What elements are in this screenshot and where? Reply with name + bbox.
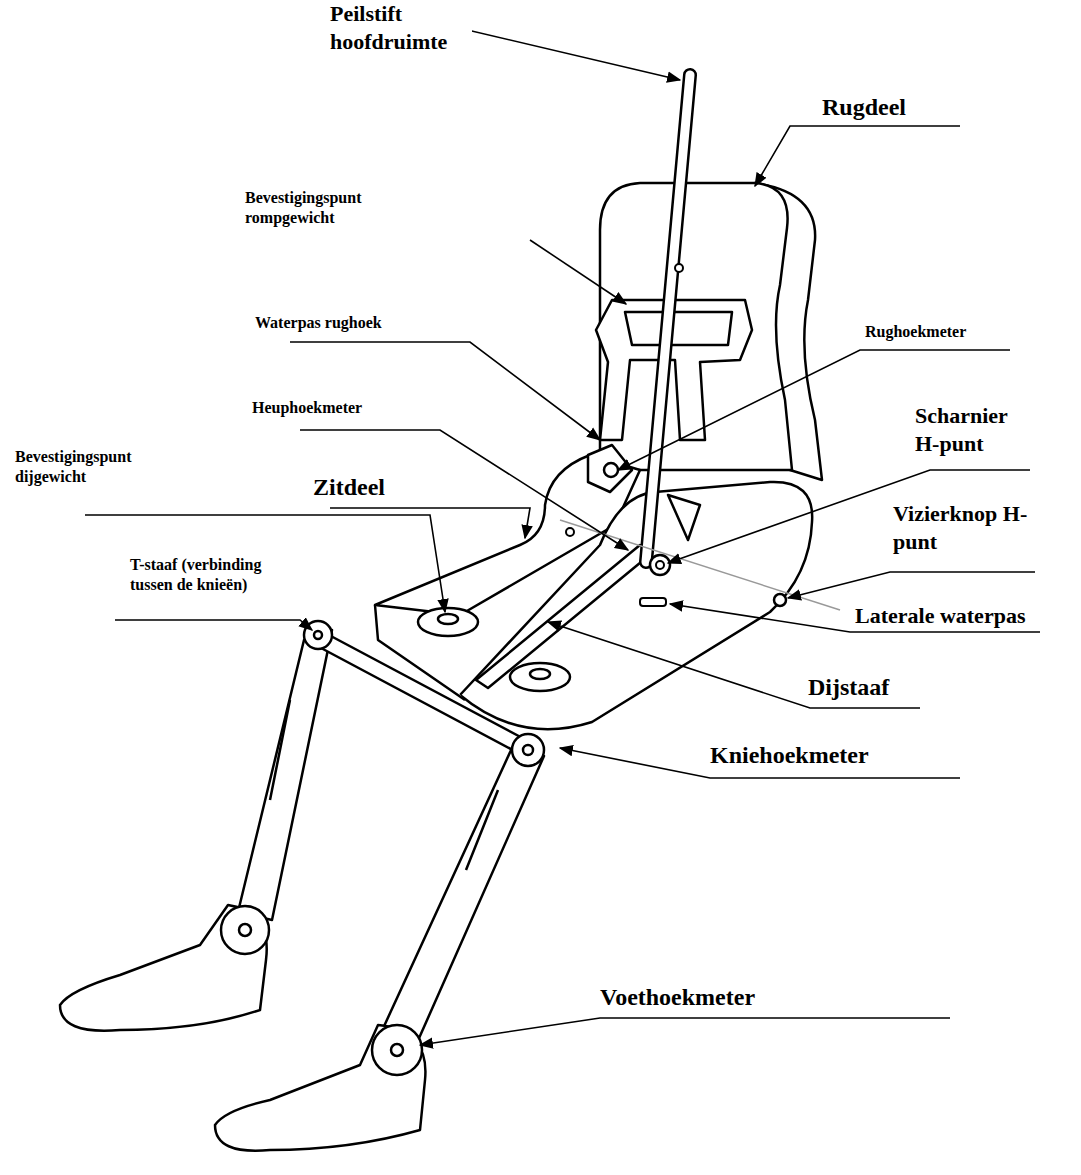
part-label: T-staaf (verbinding tussen de knieën) bbox=[128, 555, 310, 595]
part-label: Scharnier H-punt bbox=[913, 402, 1029, 457]
part-label: Kniehoekmeter bbox=[708, 740, 871, 770]
part-label: Rughoekmeter bbox=[863, 322, 968, 342]
part-label: Peilstift hoofdruimte bbox=[328, 0, 472, 55]
part-label: Dijstaaf bbox=[806, 672, 891, 702]
part-label: Waterpas rughoek bbox=[253, 313, 384, 333]
part-label: Vizierknop H-punt bbox=[891, 500, 1045, 555]
part-label: Bevestigingspunt rompgewicht bbox=[243, 188, 397, 228]
part-label: Laterale waterpas bbox=[853, 602, 1027, 630]
part-label: Bevestigingspunt dijgewicht bbox=[13, 447, 167, 487]
part-label: Rugdeel bbox=[820, 92, 908, 122]
part-label: Heuphoekmeter bbox=[250, 398, 364, 418]
part-label: Voethoekmeter bbox=[598, 982, 757, 1012]
part-label: Zitdeel bbox=[311, 472, 387, 502]
